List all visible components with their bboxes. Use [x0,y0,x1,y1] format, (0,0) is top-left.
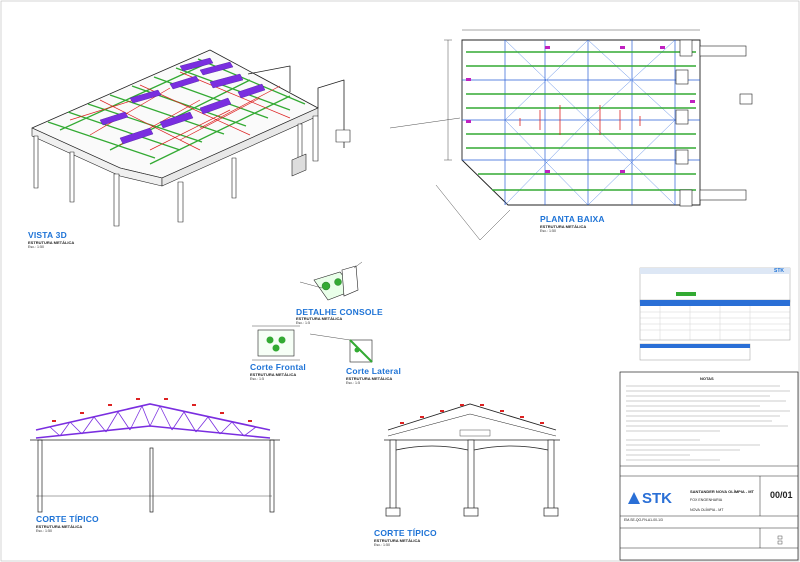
title-block-frame [619,371,799,561]
planta-baixa-title: PLANTA BAIXA [540,214,605,224]
notes-heading: NOTAS [700,376,714,381]
detalhe-console-subtitle: ESTRUTURA METÁLICA [296,316,343,321]
corte-lateral-title: Corte Lateral [346,366,402,376]
vista-3d-subtitle: ESTRUTURA METÁLICA [28,240,75,245]
title-block-project-code: EM-SE-QO-FN-A1-00-1/3 [624,518,663,522]
vista-3d-title: VISTA 3D [28,230,67,240]
title-block-location: NOVA OLÍMPIA - MT [690,508,724,512]
detalhe-console-scale: Esc.: 1:5 [296,321,310,325]
title-block-client: SANTANDER NOVA OLÍMPIA - MT [690,489,754,494]
corte-tipico-1-subtitle: ESTRUTURA METÁLICA [36,524,83,529]
planta-baixa-scale: Esc.: 1:50 [540,229,556,233]
title-block-project: FOX ENGENHARIA [690,498,723,502]
schedule-logo: STK [774,268,784,274]
vista-3d-drawing [31,49,351,227]
corte-lateral-scale: Esc.: 1:5 [346,381,360,385]
corte-frontal-subtitle: ESTRUTURA METÁLICA [250,372,297,377]
corte-tipico-2-scale: Esc.: 1:50 [374,543,390,547]
corte-tipico-1-scale: Esc.: 1:50 [36,529,52,533]
corte-lateral-subtitle: ESTRUTURA METÁLICA [346,376,393,381]
corte-frontal-title: Corte Frontal [250,362,306,372]
corte-tipico-2-subtitle: ESTRUTURA METÁLICA [374,538,421,543]
material-schedule [639,267,791,361]
detalhe-console-title: DETALHE CONSOLE [296,307,383,317]
detalhe-console-drawing [299,261,363,301]
corte-frontal-scale: Esc.: 1:5 [250,377,264,381]
planta-baixa-subtitle: ESTRUTURA METÁLICA [540,224,587,229]
corte-tipico-2-drawing [384,403,560,517]
corte-tipico-1-drawing [30,398,280,513]
title-block-logo: STK [642,490,672,507]
vista-3d-scale: Esc.: 1:50 [28,245,44,249]
corte-frontal-drawing [252,325,300,361]
planta-baixa-drawing [389,29,753,241]
corte-tipico-2-title: CORTE TÍPICO [374,528,437,538]
corte-tipico-1-title: CORTE TÍPICO [36,514,99,524]
corte-lateral-drawing [309,333,373,363]
title-block-sheet-number: 00/01 [770,490,793,500]
